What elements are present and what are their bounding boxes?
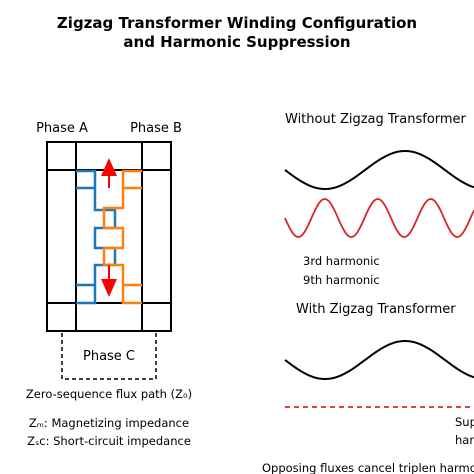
footer-note: Opposing fluxes cancel triplen harmo [262,461,474,474]
suppressed-label-line-1: Sup [455,415,474,429]
winding-phase-a [76,169,117,305]
title-line-2: and Harmonic Suppression [123,33,350,51]
harmonic-3-label: 3rd harmonic [303,254,380,268]
transformer-core [46,141,172,332]
phase-c-label: Phase C [83,349,135,364]
with-title: With Zigzag Transformer [296,302,456,317]
harmonic-9-label: 9th harmonic [303,273,380,287]
zsc-note: Zₛc: Short-circuit impedance [27,434,191,448]
phase-a-label: Phase A [36,121,88,136]
flux-arrow-up [101,158,117,188]
flux-arrow-down [101,265,117,297]
flux-path-note: Zero-sequence flux path (Z₀) [26,387,192,401]
fundamental-wave-without [284,150,474,190]
winding-phase-b [102,169,142,305]
without-title: Without Zigzag Transformer [285,112,467,127]
zm-note: Zₘ: Magnetizing impedance [29,416,189,430]
fundamental-wave-with [284,340,474,380]
zero-sequence-path [61,333,157,380]
suppressed-label-line-2: har [455,433,474,447]
core-outer [46,141,172,332]
phase-b-label: Phase B [130,121,182,136]
harmonic-wave-without [284,198,474,238]
title-line-1: Zigzag Transformer Winding Configuration [57,14,417,32]
